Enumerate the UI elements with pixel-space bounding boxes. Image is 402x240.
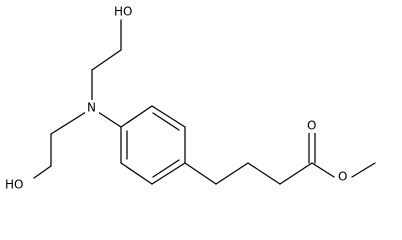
- chemical-structure: HO N HO O O: [3, 3, 376, 193]
- ring-bond-5: [120, 162, 153, 185]
- label-mask-carbonyl-o: [305, 117, 319, 133]
- bonds: [33, 19, 376, 185]
- label-nitrogen: N: [87, 101, 96, 115]
- label-carbonyl-oxygen: O: [307, 119, 316, 133]
- label-mask-ester-o: [336, 169, 350, 185]
- bond-ring-ch2: [184, 162, 217, 185]
- bond-ester-o-methyl: [351, 162, 376, 178]
- ring-bond-1: [120, 105, 153, 128]
- bond-ch2-ch2-b: [247, 162, 281, 185]
- ring-bond-4: [151, 162, 186, 185]
- bond-ch2-ch2-top: [91, 49, 122, 71]
- bond-carbonyl-ester-o: [311, 162, 335, 178]
- ring-double-bond-top: [152, 112, 180, 131]
- label-oh-bottom: HO: [5, 178, 23, 192]
- label-mask-oh-top: [112, 3, 138, 19]
- label-mask-oh-bottom: [3, 177, 33, 193]
- bond-n-ch2-bottom: [50, 111, 87, 135]
- bond-ch2-oh-bottom: [33, 165, 52, 179]
- bond-n-ring: [97, 111, 122, 128]
- ring-bond-2: [151, 105, 186, 128]
- bond-ch2-carbonyl: [279, 162, 313, 185]
- label-oh-top: HO: [114, 5, 132, 19]
- atom-labels: HO N HO O O: [3, 3, 350, 193]
- label-ester-oxygen: O: [338, 170, 347, 184]
- ring-double-bond-bottom: [152, 159, 180, 178]
- bond-ch2-ch2-a: [215, 162, 249, 185]
- label-mask-n: [85, 100, 99, 116]
